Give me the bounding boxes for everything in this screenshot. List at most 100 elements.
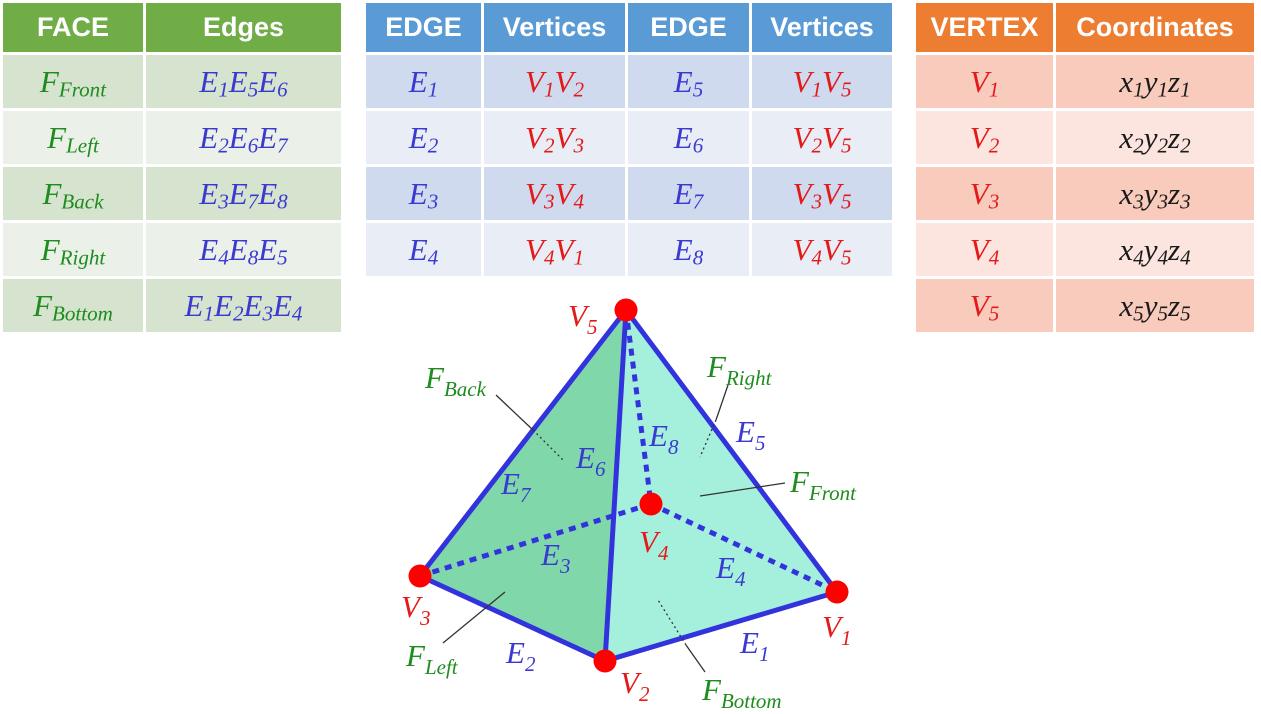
vertex-cell: V3 — [916, 167, 1053, 220]
leader-back-dotted — [532, 429, 564, 461]
edge-table-header: EDGE Vertices EDGE Vertices — [366, 3, 892, 52]
edge-symbol: E6 — [673, 119, 704, 158]
edge-symbol: E3 — [243, 287, 273, 326]
face-edges-cell: E2E6E7 — [146, 111, 341, 164]
edge-symbol: E7 — [673, 175, 704, 214]
left-face-fill — [420, 310, 626, 661]
edge-label-e3: E3 — [540, 537, 570, 578]
edge-e7-line — [417, 307, 629, 579]
vertices-header-a: Vertices — [484, 3, 625, 52]
vertex-v4-dot — [639, 492, 663, 516]
face-label-bottom: FBottom — [701, 672, 782, 713]
vertex-v3-dot — [408, 564, 432, 588]
vertex-symbol: V1 — [525, 63, 555, 102]
vertex-v5-dot — [614, 298, 638, 322]
coordinate-symbol: z4 — [1168, 231, 1191, 270]
edge-symbol: E1 — [199, 63, 229, 102]
coordinate-symbol: x3 — [1119, 175, 1144, 214]
edge-label-e2: E2 — [505, 635, 536, 676]
face-symbol: FBack — [42, 175, 104, 214]
vertex-symbol: V4 — [969, 231, 1000, 270]
edge-symbol: E7 — [228, 175, 259, 214]
vertex-symbol: V3 — [525, 175, 555, 214]
face-symbol: FLeft — [47, 119, 99, 158]
coordinates-cell: x4y4z4 — [1056, 223, 1254, 276]
edge-symbol: E2 — [199, 119, 229, 158]
vertex-row: V4 x4y4z4 — [916, 223, 1254, 276]
edge-symbol: E6 — [258, 63, 288, 102]
coordinate-symbol: z3 — [1168, 175, 1191, 214]
vertex-label-v4: V4 — [639, 524, 669, 565]
visible-edges — [417, 307, 840, 664]
face-table-header: FACE Edges — [3, 3, 341, 52]
edge-e8-line — [623, 309, 654, 505]
edge-vertices-cell: V4V1 — [484, 223, 625, 276]
edge-e4-line — [649, 501, 839, 595]
edge-symbol: E2 — [214, 287, 244, 326]
vertex-cell: V1 — [916, 55, 1053, 108]
coordinate-symbol: x2 — [1119, 119, 1144, 158]
edge-vertices-cell: V3V4 — [484, 167, 625, 220]
face-label-left: FLeft — [405, 638, 459, 679]
edge-vertices-cell: V3V5 — [752, 167, 892, 220]
vertex-symbol: V2 — [554, 63, 584, 102]
vertex-symbol: V5 — [822, 175, 852, 214]
edge-symbol: E7 — [258, 119, 288, 158]
vertex-label-v3: V3 — [401, 589, 430, 630]
edge-symbol: E1 — [184, 287, 215, 326]
vertices-header-b: Vertices — [752, 3, 892, 52]
vertex-symbol: V4 — [792, 231, 822, 270]
leader-back-solid — [495, 394, 534, 431]
coordinates-cell: x1y1z1 — [1056, 55, 1254, 108]
vertex-symbol: V4 — [554, 175, 584, 214]
leader-front — [699, 482, 786, 497]
coordinate-symbol: y2 — [1143, 119, 1168, 158]
edge-vertices-cell: V2V3 — [484, 111, 625, 164]
vertex-cell: V2 — [916, 111, 1053, 164]
edge-symbol: E5 — [258, 231, 288, 270]
leader-left — [442, 591, 506, 644]
edge-symbol: E5 — [673, 63, 704, 102]
vertex-v2-dot — [593, 649, 617, 673]
edge-symbol: E3 — [199, 175, 229, 214]
leader-right-solid — [715, 384, 729, 421]
face-label-back: FBack — [424, 360, 487, 401]
edge-symbol: E3 — [408, 175, 439, 214]
face-symbol: FRight — [40, 231, 106, 270]
coordinate-symbol: x4 — [1119, 231, 1144, 270]
face-cell: FBack — [3, 167, 143, 220]
edge-cell: E2 — [366, 111, 481, 164]
face-edges-cell: E1E2E3E4 — [146, 279, 341, 332]
edge-symbol: E8 — [228, 231, 259, 270]
vertex-symbol: V5 — [822, 119, 852, 158]
face-label-front: FFront — [789, 464, 857, 505]
edge-vertices-cell: V2V5 — [752, 111, 892, 164]
edge-symbol: E4 — [199, 231, 229, 270]
coordinate-symbol: y1 — [1143, 63, 1168, 102]
vertex-label-v2: V2 — [620, 665, 650, 706]
face-edges-cell: E3E7E8 — [146, 167, 341, 220]
edge-labels: E1 E2 E3 E4 E5 E6 E7 E8 — [500, 414, 769, 676]
face-row: FBottom E1E2E3E4 — [3, 279, 341, 332]
leader-right-dotted — [699, 419, 717, 458]
edge-vertices-cell: V1V2 — [484, 55, 625, 108]
face-symbol: FBottom — [33, 287, 113, 326]
vertex-symbol: V5 — [969, 287, 1000, 326]
vertex-cell: V5 — [916, 279, 1053, 332]
vertex-header: VERTEX — [916, 3, 1053, 52]
vertex-symbol: V3 — [969, 175, 1000, 214]
vertex-table-header: VERTEX Coordinates — [916, 3, 1254, 52]
coordinates-header: Coordinates — [1056, 3, 1254, 52]
edge-label-e7: E7 — [500, 466, 532, 507]
